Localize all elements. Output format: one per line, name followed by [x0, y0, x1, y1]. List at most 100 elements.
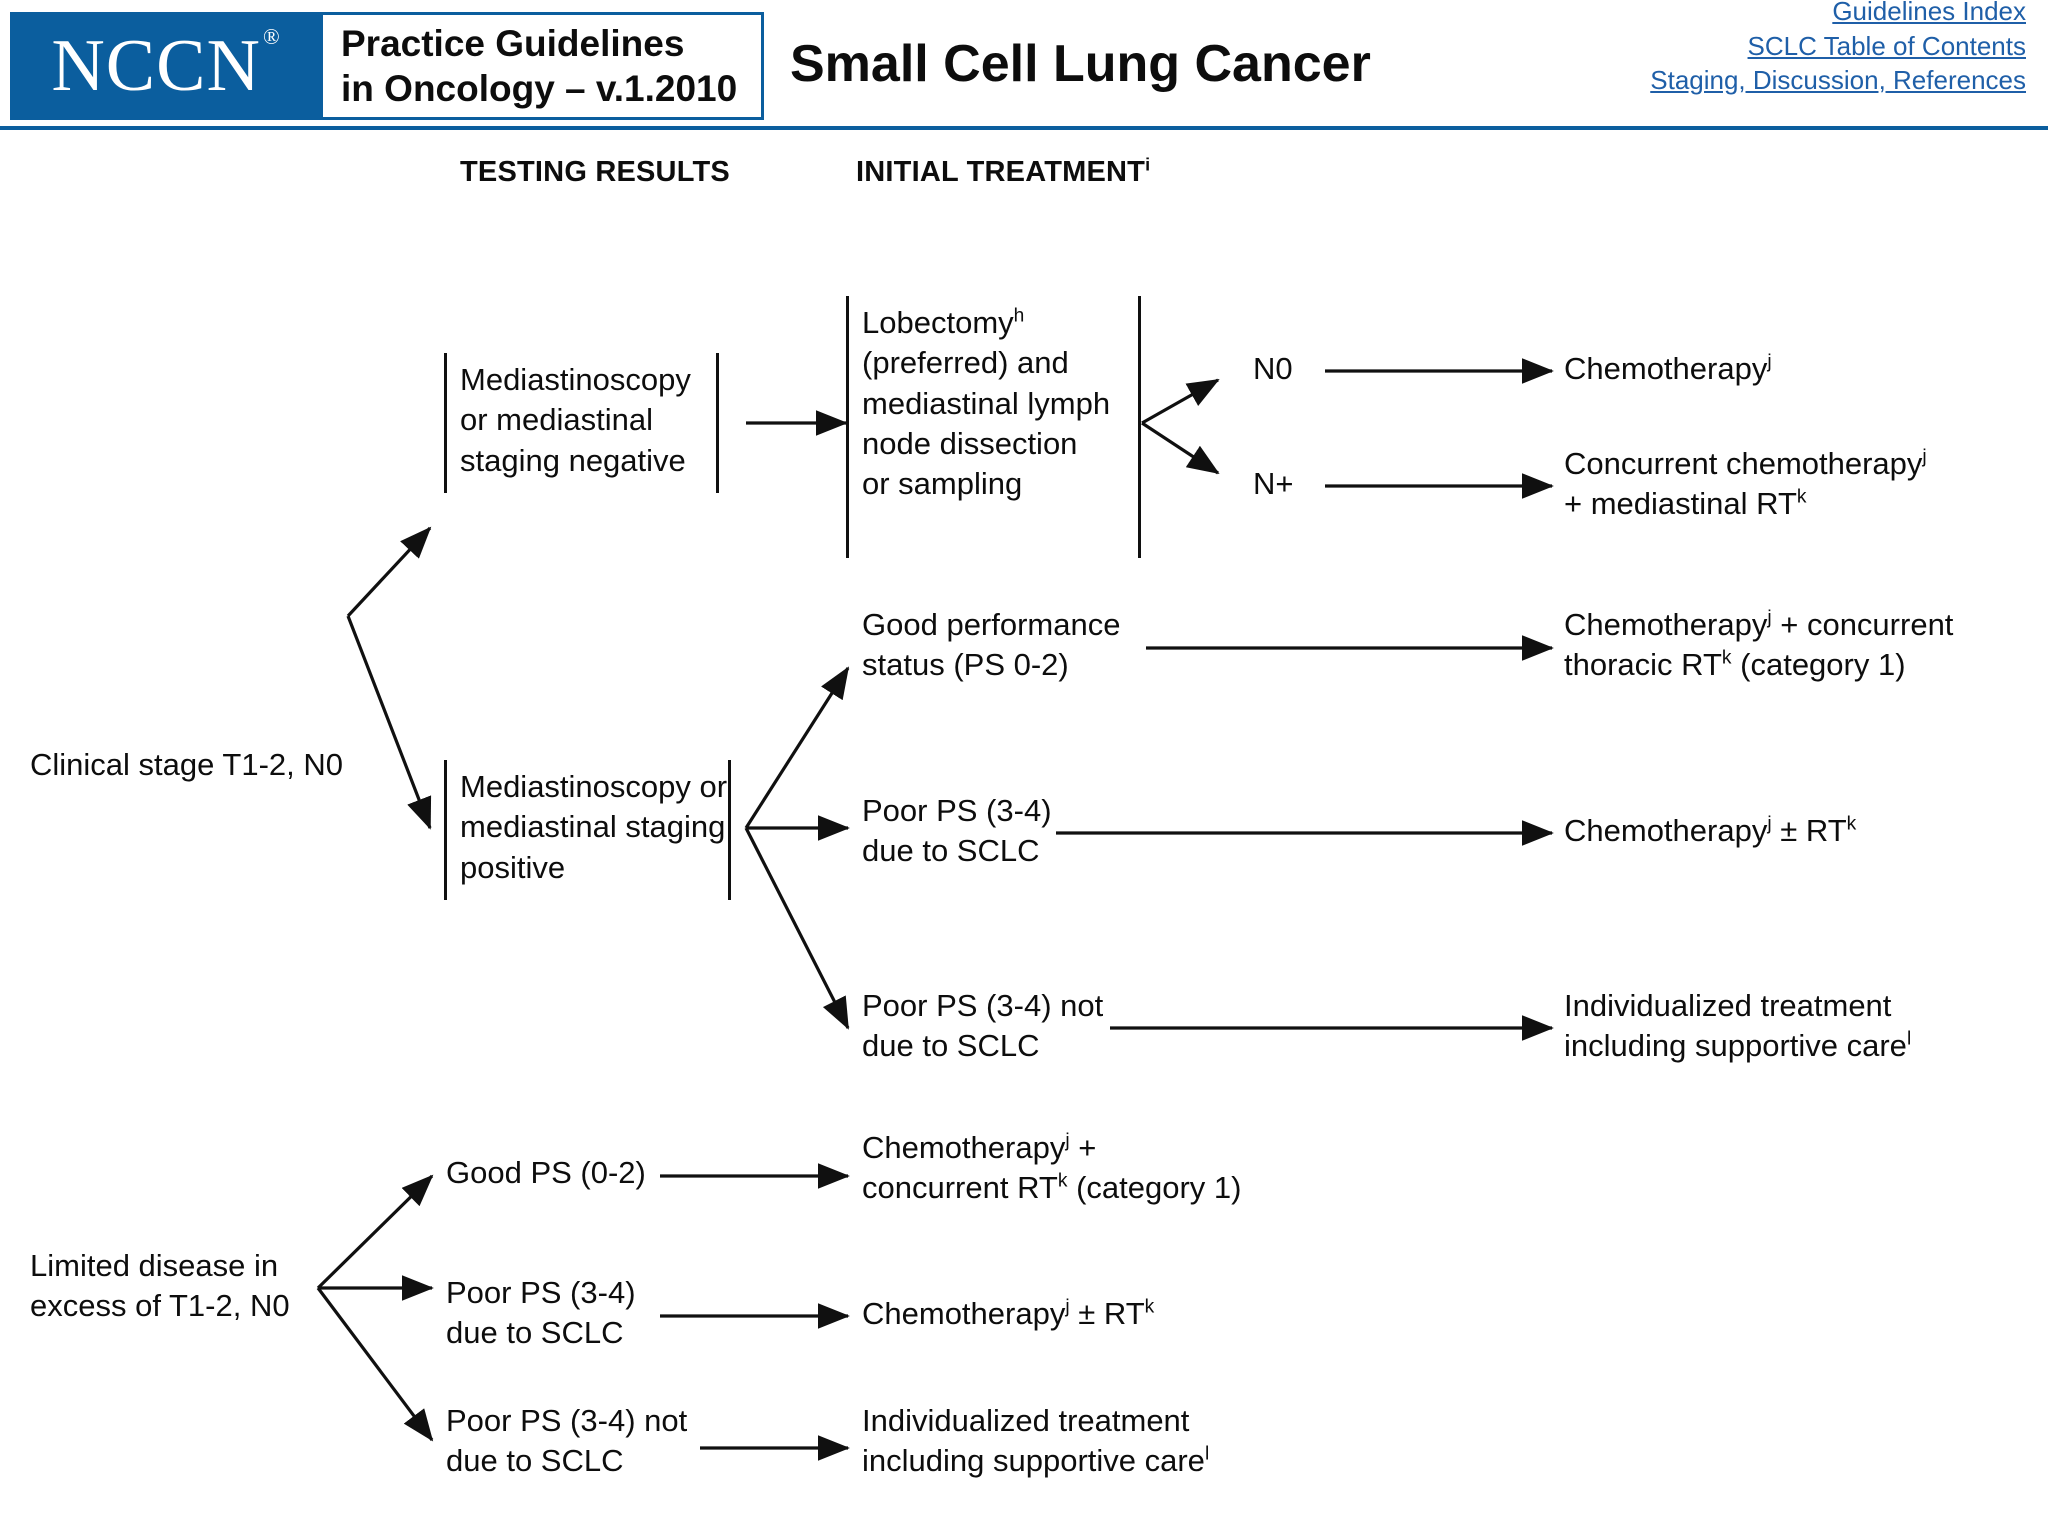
edge-lobectomy-to-n0	[1141, 378, 1220, 425]
node-concurrent-chemo-text: Concurrent chemotherapy	[1564, 446, 1923, 481]
footnote-marker-k: k	[1144, 1296, 1155, 1318]
footnote-marker-k: k	[1846, 813, 1857, 835]
node-lobectomy-line-2: (preferred) and	[862, 345, 1069, 381]
divider-lobectomy-right	[1138, 296, 1141, 558]
node-individualized-line-2: including supportive carel	[1564, 1026, 1911, 1066]
node-poor-ps-due-sclc-line-1: Poor PS (3-4)	[862, 793, 1052, 828]
footnote-marker-j: j	[1065, 1130, 1070, 1152]
node-chemo-thoracic-after-1: + concurrent	[1771, 607, 1954, 642]
node-staging-negative-line-2: or mediastinal	[460, 402, 653, 438]
node-poor-ps-not-due-sclc-lower-line-2: due to SCLC	[446, 1443, 624, 1479]
node-chemo-concurrent-rt-line-2: concurrent RTk (category 1)	[862, 1168, 1241, 1208]
node-poor-ps-not-due-sclc-lower-line-1: Poor PS (3-4) not	[446, 1403, 688, 1438]
header-link-list: Guidelines Index SCLC Table of Contents …	[1650, 0, 2026, 98]
node-lobectomy-line-3: mediastinal lymph	[862, 385, 1111, 421]
edge-clinical-to-positive	[346, 615, 432, 830]
edge-positive-to-good-ps	[744, 666, 850, 829]
node-limited-disease[interactable]: Limited disease in excess of T1-2, N0	[30, 1246, 290, 1327]
node-concurrent-chemo-line-2: + mediastinal RTk	[1564, 484, 1927, 524]
node-poor-ps-not-due-sclc[interactable]: Poor PS (3-4) not due to SCLC	[862, 986, 1103, 1067]
footnote-marker-h: h	[1013, 305, 1025, 327]
divider-staging-positive-left	[444, 760, 447, 900]
node-good-performance-status[interactable]: Good performance status (PS 0-2)	[862, 605, 1120, 686]
node-concurrent-chemo-mediastinal-rt[interactable]: Concurrent chemotherapyj + mediastinal R…	[1564, 444, 1927, 525]
edge-clinical-to-negative	[346, 526, 432, 618]
node-poor-ps-due-sclc-lower[interactable]: Poor PS (3-4) due to SCLC	[446, 1273, 636, 1354]
node-chemo-thoracic-text-1: Chemotherapy	[1564, 607, 1768, 642]
footnote-marker-j: j	[1922, 446, 1927, 468]
node-poor-ps-not-due-sclc-line-1: Poor PS (3-4) not	[862, 988, 1104, 1023]
divider-staging-positive-right	[728, 760, 731, 900]
flowchart-canvas: TESTING RESULTS INITIAL TREATMENTi Clini…	[0, 128, 2048, 1536]
node-n0[interactable]: N0	[1253, 351, 1293, 386]
node-chemo-thoracic-line-1: Chemotherapyj + concurrent	[1564, 605, 1953, 645]
node-chemo-concurrent-rt-cat1[interactable]: Chemotherapyj + concurrent RTk (category…	[862, 1128, 1241, 1209]
divider-staging-negative-right	[716, 353, 719, 493]
node-staging-positive-line-2: mediastinal staging	[460, 809, 726, 845]
node-chemo-plusminus-after: ± RT	[1771, 813, 1847, 848]
node-chemotherapy-n0-text: Chemotherapy	[1564, 351, 1768, 386]
node-chemo-thoracic-after-2: (category 1)	[1731, 647, 1906, 683]
footnote-marker-i: i	[1145, 154, 1151, 175]
node-staging-negative[interactable]: Mediastinoscopy or mediastinal staging n…	[460, 360, 691, 481]
header-divider	[0, 126, 2048, 130]
node-chemo-plusminus-rt[interactable]: Chemotherapyj ± RTk	[1564, 811, 1856, 851]
node-chemo-plusminus-rt-lower[interactable]: Chemotherapyj ± RTk	[862, 1294, 1154, 1334]
node-individualized-lower-text-2: including supportive care	[862, 1443, 1205, 1479]
column-header-testing-results: TESTING RESULTS	[460, 156, 730, 188]
node-chemotherapy-n0[interactable]: Chemotherapyj	[1564, 349, 1772, 389]
subtitle-line-2: in Oncology – v.1.2010	[341, 68, 738, 109]
node-chemo-thoracic-line-2: thoracic RTk (category 1)	[1564, 645, 1953, 685]
node-lobectomy-line-4: node dissection	[862, 425, 1078, 461]
edge-limited-to-good-ps	[316, 1174, 434, 1290]
nccn-logo-word: NCCN	[51, 25, 261, 107]
node-clinical-stage-line-1: Clinical stage T1-2, N0	[30, 747, 344, 782]
footnote-marker-j: j	[1767, 813, 1772, 835]
node-lobectomy-line-1: Lobectomyh	[862, 303, 1110, 343]
node-staging-positive-line-3: positive	[460, 849, 566, 885]
link-sclc-table-of-contents[interactable]: SCLC Table of Contents	[1747, 30, 2026, 61]
node-poor-ps-not-due-sclc-line-2: due to SCLC	[862, 1028, 1040, 1064]
node-lobectomy-line-5: or sampling	[862, 466, 1023, 502]
node-individualized-lower-line-1: Individualized treatment	[862, 1403, 1190, 1438]
footnote-marker-l: l	[1906, 1028, 1912, 1050]
node-individualized-line-1: Individualized treatment	[1564, 988, 1892, 1023]
nccn-logo: NCCN®	[10, 12, 320, 120]
node-poor-ps-due-sclc-line-2: due to SCLC	[862, 833, 1040, 869]
node-n-plus[interactable]: N+	[1253, 466, 1294, 501]
node-limited-disease-line-2: excess of T1-2, N0	[30, 1288, 290, 1324]
node-staging-negative-line-1: Mediastinoscopy	[460, 362, 691, 397]
node-good-ps-lower-line-1: Good PS (0-2)	[446, 1155, 646, 1190]
node-individualized-treatment[interactable]: Individualized treatment including suppo…	[1564, 986, 1911, 1067]
node-concurrent-chemo-line-1: Concurrent chemotherapyj	[1564, 444, 1927, 484]
subtitle-line-1: Practice Guidelines	[341, 22, 685, 64]
node-good-ps-line-2: status (PS 0-2)	[862, 647, 1069, 683]
node-clinical-stage[interactable]: Clinical stage T1-2, N0	[30, 745, 343, 785]
page-title: Small Cell Lung Cancer	[790, 35, 1371, 93]
node-chemo-concurrent-rt-after-2: (category 1)	[1067, 1170, 1242, 1206]
link-staging-discussion-references[interactable]: Staging, Discussion, References	[1650, 65, 2026, 96]
node-chemo-concurrent-rt-line-1: Chemotherapyj +	[862, 1128, 1241, 1168]
node-poor-ps-not-due-sclc-lower[interactable]: Poor PS (3-4) not due to SCLC	[446, 1401, 687, 1482]
edge-limited-to-poor-ps-not	[316, 1287, 434, 1442]
node-staging-positive[interactable]: Mediastinoscopy or mediastinal staging p…	[460, 767, 727, 888]
node-staging-negative-line-3: staging negative	[460, 442, 686, 478]
node-poor-ps-due-sclc[interactable]: Poor PS (3-4) due to SCLC	[862, 791, 1052, 872]
footnote-marker-k: k	[1057, 1170, 1068, 1192]
edge-lobectomy-to-nplus	[1141, 421, 1220, 475]
node-good-ps-lower[interactable]: Good PS (0-2)	[446, 1153, 646, 1193]
edge-positive-to-poor-ps-not	[744, 827, 850, 1030]
divider-staging-negative-left	[444, 353, 447, 493]
node-limited-disease-line-1: Limited disease in	[30, 1248, 279, 1283]
node-individualized-lower-line-2: including supportive carel	[862, 1441, 1209, 1481]
node-mediastinal-rt-text: + mediastinal RT	[1564, 486, 1797, 522]
node-chemo-plusminus-rt-lower-line-1: Chemotherapyj ± RTk	[862, 1294, 1154, 1334]
node-lobectomy[interactable]: Lobectomyh (preferred) and mediastinal l…	[862, 303, 1110, 504]
link-guidelines-index[interactable]: Guidelines Index	[1832, 0, 2026, 26]
node-individualized-treatment-lower[interactable]: Individualized treatment including suppo…	[862, 1401, 1209, 1482]
footnote-marker-l: l	[1204, 1443, 1210, 1465]
divider-lobectomy-left	[846, 296, 849, 558]
page-header: NCCN® Practice Guidelines in Oncology – …	[0, 0, 2048, 130]
footnote-marker-j: j	[1767, 351, 1772, 373]
node-chemo-concurrent-thoracic-rt[interactable]: Chemotherapyj + concurrent thoracic RTk …	[1564, 605, 1953, 686]
